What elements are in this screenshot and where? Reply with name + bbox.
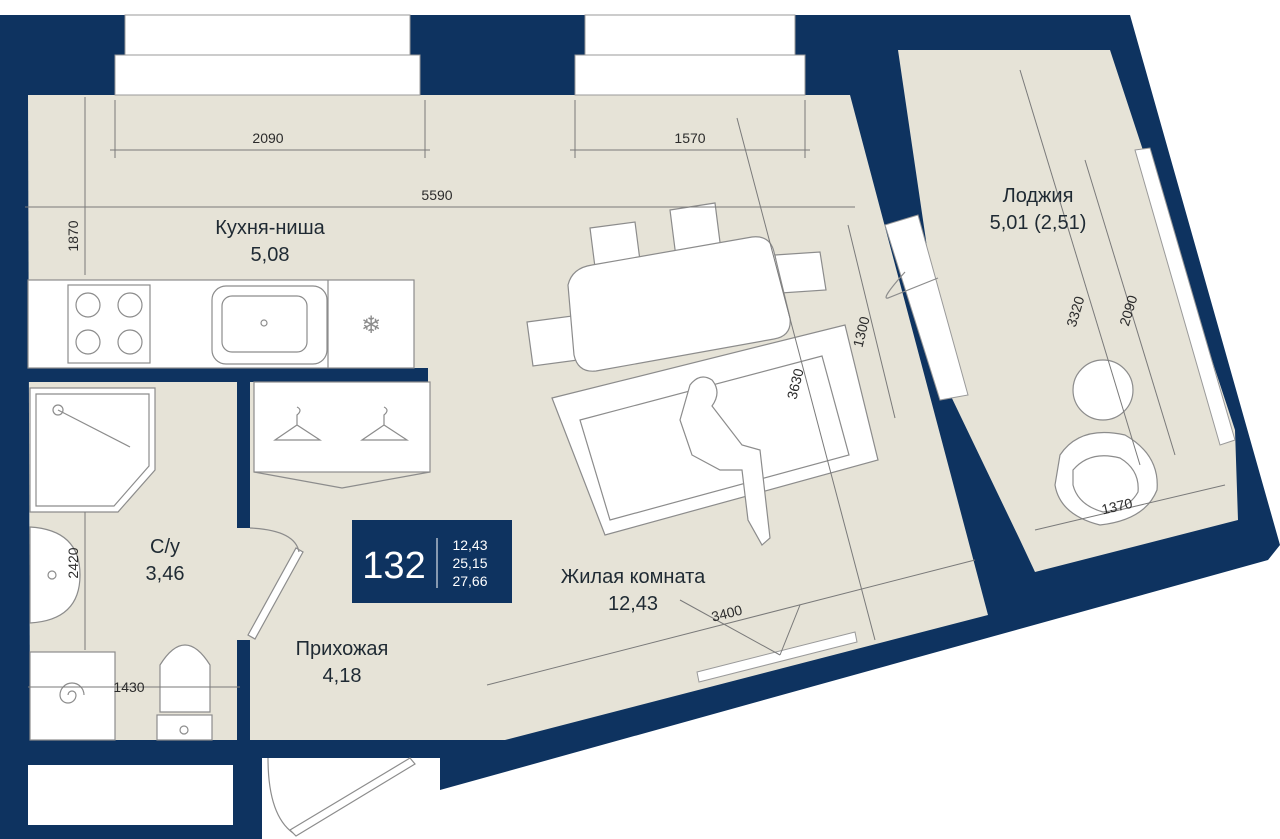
burner-icon [75, 329, 101, 355]
washing-machine [29, 651, 116, 741]
bathroom-area: 3,46 [146, 563, 185, 585]
armchair-seat [1072, 455, 1139, 513]
washbasin [29, 526, 81, 624]
wardrobe-body [253, 381, 431, 473]
hall-area: 4,18 [323, 665, 362, 687]
dim-label-2090: 2090 [252, 130, 283, 146]
apartment-badge: 132 12,43 25,15 27,66 [352, 520, 512, 603]
entrance-door [289, 757, 416, 837]
shower-drain-icon [52, 404, 64, 416]
room-labels: Кухня-ниша 5,08 Жилая комната 12,43 Лодж… [146, 185, 1087, 687]
storage-box [28, 765, 233, 825]
snowflake-icon: ❄ [361, 311, 381, 339]
apartment-number: 132 [362, 545, 425, 587]
badge-total-area: 25,15 [452, 555, 487, 571]
dim-label-2420: 2420 [65, 547, 81, 578]
kitchen-partition [28, 368, 428, 382]
toilet-tank [156, 714, 213, 741]
loggia-door-frame [884, 214, 969, 401]
kitchen-counter: ❄ [27, 279, 415, 369]
hanger-icon [273, 406, 323, 441]
drain-icon [260, 319, 268, 327]
dim-label-5590: 5590 [421, 187, 452, 203]
bathroom-partition [237, 380, 250, 528]
loggia-name: Лоджия [1003, 185, 1074, 207]
window-right-sill [574, 54, 806, 96]
chair [526, 315, 579, 367]
window-right [584, 14, 796, 61]
entrance-door-arc [267, 757, 294, 834]
shower-tray [29, 387, 156, 513]
loggia-floor [898, 50, 1238, 572]
watermark: циан [1001, 700, 1099, 744]
dim-line-3400 [486, 559, 976, 686]
sink [211, 285, 328, 365]
windows [114, 14, 1236, 683]
dining-set [526, 202, 827, 372]
spiral-icon [59, 682, 85, 704]
shower-slope [57, 409, 131, 448]
dim-line-1370 [1034, 484, 1226, 531]
dim-tick [779, 604, 801, 656]
dim-label-1370: 1370 [1100, 495, 1134, 518]
bathroom-fixtures [29, 387, 213, 741]
kitchen-name: Кухня-ниша [215, 217, 325, 239]
partitions [0, 368, 428, 762]
dim-label-1300: 1300 [850, 315, 873, 349]
burner-icon [75, 292, 101, 318]
bottom-wall-left [0, 740, 262, 762]
hob [67, 284, 151, 364]
wardrobe [253, 381, 431, 489]
window-left [124, 14, 411, 61]
loggia-area: 5,01 (2,51) [990, 212, 1087, 234]
shower-inner [35, 393, 150, 507]
toilet-flush-icon [179, 725, 189, 735]
hanger-icon [360, 406, 410, 441]
bathroom-partition-lower [237, 640, 250, 740]
sofa [551, 324, 879, 546]
badge-living-area: 12,43 [452, 537, 487, 553]
loggia-furniture [1054, 359, 1158, 526]
dim-tick [679, 599, 781, 656]
bathroom-door [247, 547, 304, 640]
dim-line-2090-loggia [1084, 159, 1176, 456]
dim-label-3630: 3630 [784, 367, 807, 401]
doors [247, 271, 939, 837]
living-window [696, 631, 858, 683]
loggia-window [1134, 147, 1236, 446]
round-table [1072, 359, 1134, 421]
loggia-door-arc [885, 271, 939, 299]
dim-line-3320 [1019, 69, 1141, 466]
dim-label-1570: 1570 [674, 130, 705, 146]
bathroom-name: С/у [150, 536, 180, 558]
wardrobe-doors [253, 471, 431, 489]
dim-line-3630 [736, 117, 876, 641]
living-area: 12,43 [608, 593, 658, 615]
kitchen-area: 5,08 [251, 244, 290, 266]
window-left-sill [114, 54, 421, 96]
dim-label-1870: 1870 [65, 220, 81, 251]
dim-line-1300 [847, 224, 896, 419]
dim-label-3400: 3400 [710, 602, 744, 625]
hall-name: Прихожая [296, 638, 389, 660]
living-name: Жилая комната [561, 566, 706, 588]
washbasin-drain-icon [47, 570, 57, 580]
bathroom-door-arc [249, 527, 300, 553]
armchair [1054, 431, 1158, 526]
burner-icon [117, 329, 143, 355]
badge-total-with-loggia: 27,66 [452, 573, 487, 589]
person-figure [679, 376, 771, 546]
dim-label-1430: 1430 [113, 679, 144, 695]
dimension-lines [25, 69, 1226, 688]
sink-basin [221, 295, 308, 353]
sofa-seat [579, 355, 850, 521]
badge-background [352, 520, 512, 603]
burner-icon [117, 292, 143, 318]
toilet-bowl [159, 644, 211, 713]
dimension-labels: 2090 1570 5590 1870 1300 3630 3320 2090 … [65, 130, 1140, 695]
